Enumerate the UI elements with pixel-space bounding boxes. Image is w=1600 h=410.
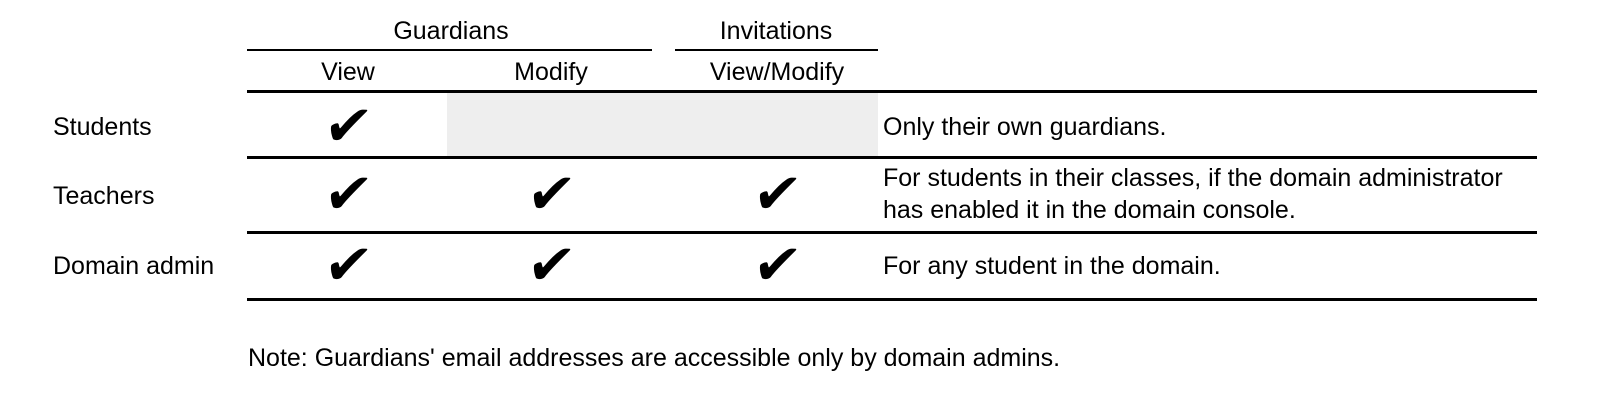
teachers-modify-checkmark-icon: ✔: [523, 162, 580, 227]
row-label-domain-admin: Domain admin: [53, 252, 215, 280]
students-row-rule: [247, 156, 1537, 159]
row-label-students: Students: [53, 113, 152, 141]
note-teachers: For students in their classes, if the do…: [883, 164, 1503, 224]
col-header-view-modify: View/Modify: [709, 58, 845, 86]
note-students: Only their own guardians.: [883, 113, 1167, 141]
students-disabled-cells: [447, 93, 878, 156]
header-bottom-rule: [247, 90, 1537, 93]
footnote: Note: Guardians' email addresses are acc…: [248, 344, 1061, 372]
teachers-view-modify-checkmark-icon: ✔: [749, 162, 806, 227]
guardians-underline: [247, 49, 652, 51]
domain-admin-view-checkmark-icon: ✔: [320, 233, 377, 298]
teachers-row-rule: [247, 231, 1537, 234]
col-header-view: View: [321, 58, 375, 86]
row-label-teachers: Teachers: [53, 182, 155, 210]
invitations-underline: [675, 49, 878, 51]
group-header-invitations: Invitations: [719, 17, 833, 45]
table-bottom-rule: [247, 298, 1537, 301]
students-view-checkmark-icon: ✔: [320, 94, 377, 159]
domain-admin-view-modify-checkmark-icon: ✔: [749, 233, 806, 298]
note-domain-admin: For any student in the domain.: [883, 252, 1221, 280]
teachers-view-checkmark-icon: ✔: [320, 162, 377, 227]
group-header-guardians: Guardians: [393, 17, 509, 45]
col-header-modify: Modify: [514, 58, 588, 86]
domain-admin-modify-checkmark-icon: ✔: [523, 233, 580, 298]
